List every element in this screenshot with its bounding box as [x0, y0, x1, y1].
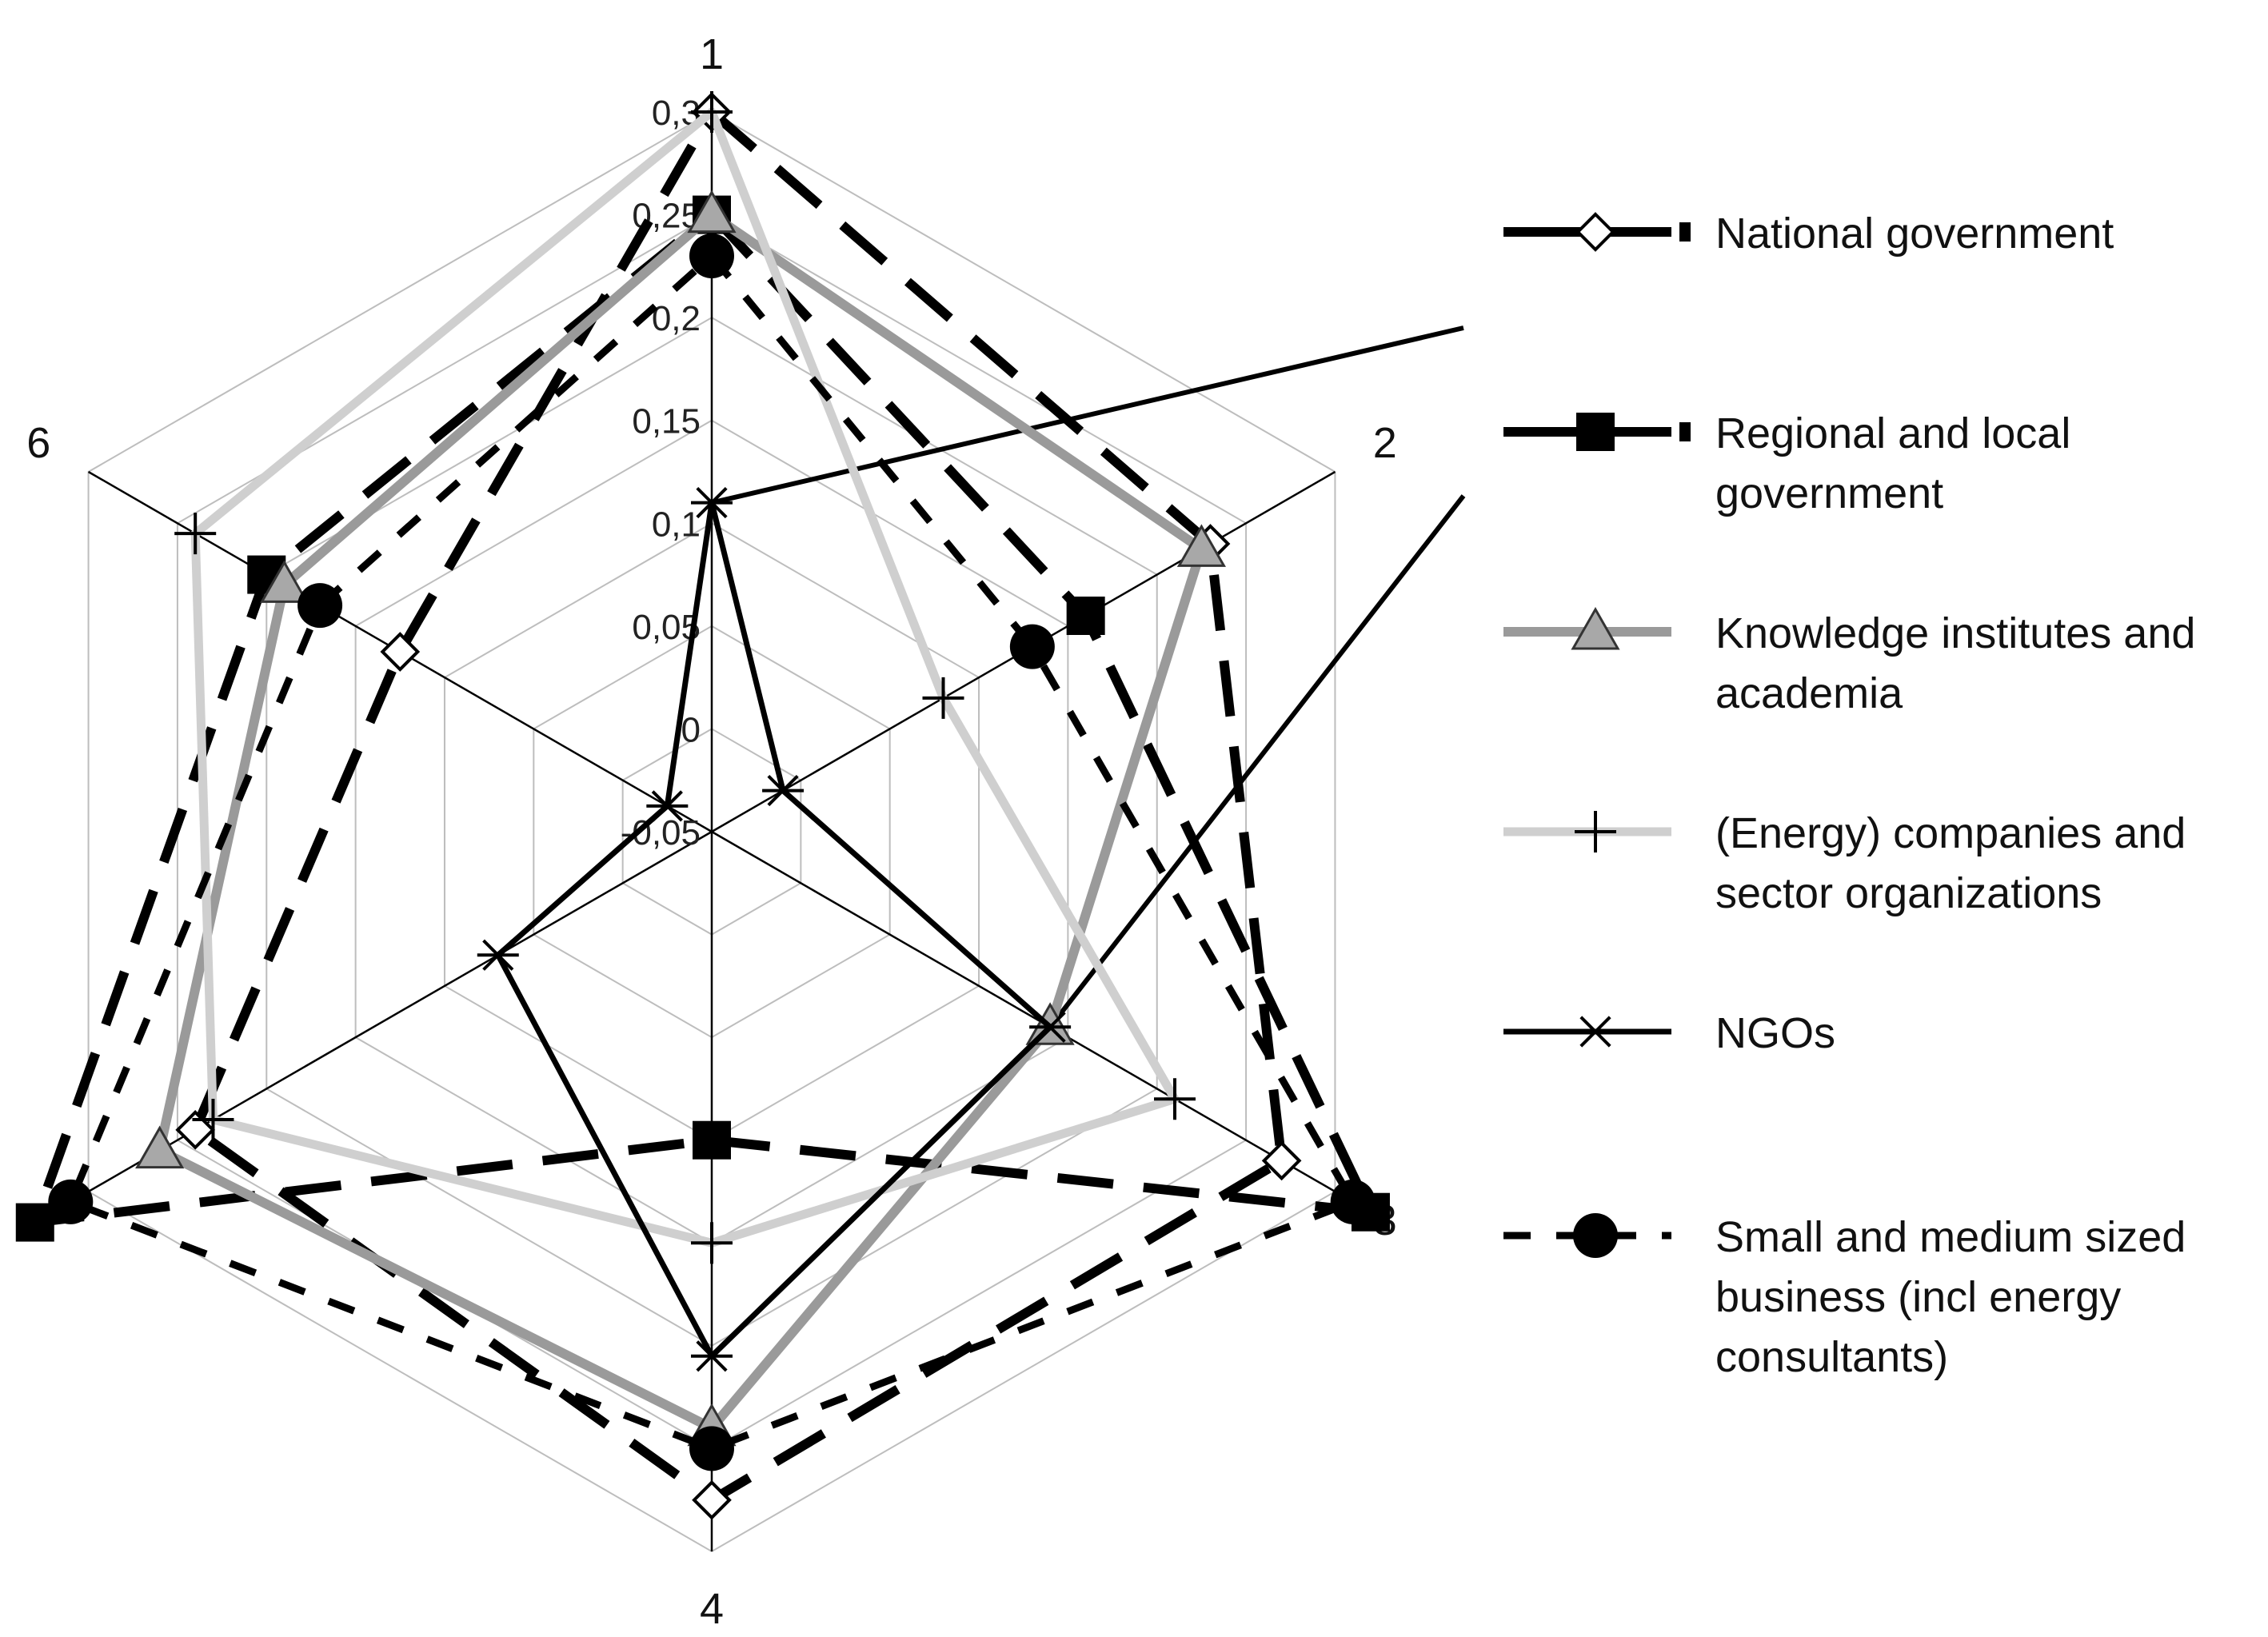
- legend-dash: [1679, 222, 1691, 242]
- legend-item: Small and medium sized business (incl ene…: [1503, 1213, 2186, 1381]
- data-point: [689, 234, 734, 278]
- tick-label: 0,15: [632, 402, 701, 441]
- data-point: [1573, 1213, 1618, 1258]
- data-point: [691, 486, 733, 519]
- data-point: [646, 790, 689, 822]
- axis-label: 6: [26, 419, 50, 467]
- data-point: [693, 1120, 731, 1160]
- data-point: [1330, 1179, 1376, 1224]
- legend-item: NGOs: [1503, 1009, 1835, 1057]
- legend-label: academia: [1715, 669, 1903, 717]
- legend-label: (Energy) companies and: [1715, 809, 2186, 857]
- data-point: [1575, 212, 1615, 252]
- data-point: [1576, 413, 1615, 451]
- data-point: [691, 1340, 733, 1372]
- tick-label: -0,05: [621, 813, 701, 852]
- axis-label: 4: [700, 1585, 724, 1633]
- data-point: [477, 939, 519, 971]
- axis-spoke: [87, 830, 713, 1193]
- ngo-callout-lines: [711, 325, 1466, 1029]
- tick-label: 0: [681, 710, 701, 749]
- data-point: [689, 1426, 734, 1471]
- data-point: [380, 632, 421, 672]
- series-line: [30, 210, 1376, 1228]
- data-point: [192, 1099, 234, 1140]
- legend-label: business (incl energy: [1715, 1273, 2121, 1321]
- legend-label: Small and medium sized: [1715, 1213, 2186, 1261]
- data-point: [48, 1179, 94, 1224]
- data-point: [1153, 1078, 1196, 1120]
- data-point: [175, 1110, 216, 1150]
- series: [48, 234, 1376, 1471]
- tick-label: 0,2: [652, 299, 701, 338]
- tick-label: 0,1: [652, 505, 701, 544]
- data-point: [1029, 1011, 1072, 1043]
- data-point: [762, 774, 805, 807]
- data-point: [691, 91, 733, 133]
- data-point: [1009, 624, 1055, 669]
- callout-line: [1048, 494, 1466, 1029]
- series: [15, 195, 1390, 1242]
- legend-label: National government: [1715, 210, 2114, 258]
- data-point: [687, 190, 737, 234]
- series-group: [15, 91, 1390, 1520]
- data-point: [1575, 1016, 1616, 1048]
- axis-label: 1: [700, 30, 724, 78]
- data-point: [15, 1203, 54, 1242]
- data-point: [259, 560, 309, 603]
- callout-line: [711, 325, 1464, 505]
- legend-label: Knowledge institutes and: [1715, 609, 2195, 657]
- data-point: [691, 1222, 733, 1264]
- axis-label: 2: [1373, 419, 1397, 467]
- data-point: [1176, 524, 1226, 567]
- data-point: [692, 1479, 732, 1520]
- data-point: [922, 677, 964, 719]
- series: [477, 486, 1072, 1372]
- legend-label: consultants): [1715, 1333, 1948, 1381]
- legend-label: NGOs: [1715, 1009, 1835, 1057]
- data-point: [1261, 1140, 1302, 1181]
- radar-spokes: [87, 112, 1336, 1551]
- data-point: [1066, 597, 1105, 635]
- data-point: [135, 1125, 185, 1169]
- legend-item: National government: [1503, 210, 2114, 258]
- legend-item: Regional and local government: [1503, 409, 2070, 517]
- legend-dash: [1679, 422, 1691, 441]
- legend-label: government: [1715, 469, 1943, 517]
- data-point: [174, 513, 217, 555]
- legend-item: (Energy) companies and sector organizatio…: [1503, 809, 2186, 917]
- series: [174, 91, 1196, 1264]
- data-point: [1571, 606, 1620, 650]
- data-point: [1575, 811, 1616, 852]
- data-point: [297, 583, 343, 629]
- legend-label: Regional and local: [1715, 409, 2070, 457]
- legend-label: sector organizations: [1715, 869, 2102, 917]
- legend-item: Knowledge institutes and academia: [1503, 606, 2195, 717]
- axis-spoke: [711, 830, 1336, 1193]
